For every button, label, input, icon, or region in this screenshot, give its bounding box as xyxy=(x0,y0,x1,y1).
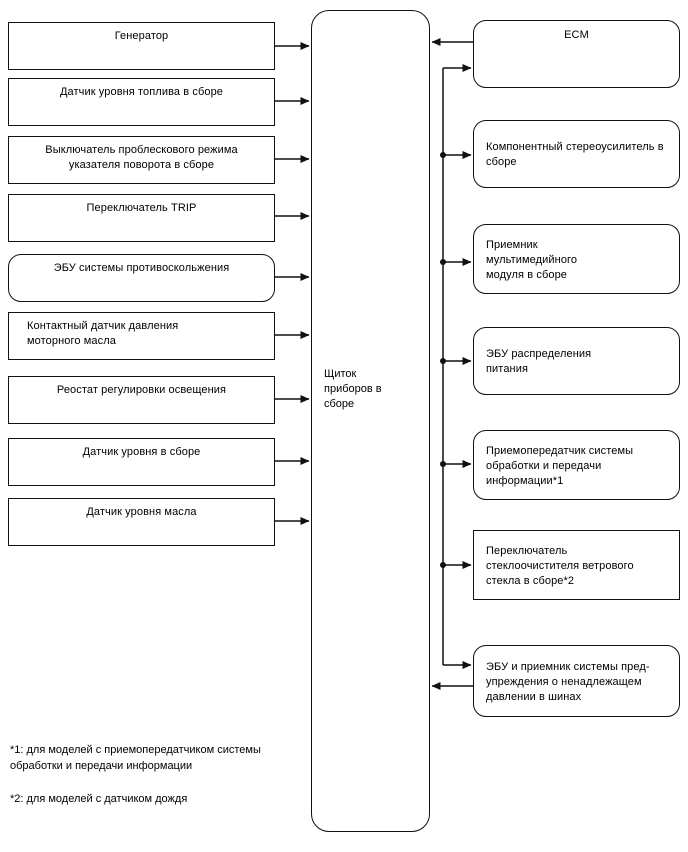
input-node-label: Датчик уровня масла xyxy=(86,506,197,518)
peer-node-ecm[interactable]: ECM xyxy=(473,20,680,88)
peer-node-label: Приемник мультимедийного модуля в сборе xyxy=(486,239,578,281)
input-node-hazard-turn-switch[interactable]: Выключатель проблескового режима указате… xyxy=(8,136,275,184)
input-node-label: Выключатель проблескового режима указате… xyxy=(45,144,238,171)
input-node-illumination-rheostat[interactable]: Реостат регулировки освещения xyxy=(8,376,275,424)
footnote-1: *1: для моделей с приемопередатчиком сис… xyxy=(10,744,261,772)
hub-instrument-cluster[interactable]: Щиток приборов в сборе xyxy=(311,10,430,832)
peer-node-label: Переключатель стеклоочистителя ветрового… xyxy=(486,545,634,587)
peer-node-power-distribution-ecu[interactable]: ЭБУ распределения питания xyxy=(473,327,680,395)
peer-node-telematics-transceiver[interactable]: Приемопередатчик системы обработки и пер… xyxy=(473,430,680,500)
peer-node-stereo-amplifier[interactable]: Компонентный стереоусилитель в сборе xyxy=(473,120,680,188)
peer-node-label: ЭБУ распределения питания xyxy=(486,348,592,375)
peer-node-label: ЭБУ и приемник системы пред- упреждения … xyxy=(486,661,650,703)
input-node-label: Контактный датчик давления моторного мас… xyxy=(27,320,179,347)
input-node-label: Датчик уровня топлива в сборе xyxy=(59,86,224,98)
input-node-label: Переключатель TRIP xyxy=(86,202,197,214)
input-node-oil-pressure-switch[interactable]: Контактный датчик давления моторного мас… xyxy=(8,312,275,360)
peer-node-windshield-wiper-switch[interactable]: Переключатель стеклоочистителя ветрового… xyxy=(473,530,680,600)
peer-node-multimedia-receiver[interactable]: Приемник мультимедийного модуля в сборе xyxy=(473,224,680,294)
peer-node-label: Компонентный стереоусилитель в сборе xyxy=(486,141,664,168)
footnotes: *1: для моделей с приемопередатчиком сис… xyxy=(10,742,300,807)
peer-node-tpms-ecu-receiver[interactable]: ЭБУ и приемник системы пред- упреждения … xyxy=(473,645,680,717)
footnote-2: *2: для моделей с датчиком дождя xyxy=(10,793,188,805)
input-node-level-sensor[interactable]: Датчик уровня в сборе xyxy=(8,438,275,486)
input-arrows xyxy=(275,42,310,525)
input-node-fuel-level-sender[interactable]: Датчик уровня топлива в сборе xyxy=(8,78,275,126)
peer-node-label: Приемопередатчик системы обработки и пер… xyxy=(486,445,634,487)
input-node-label: Датчик уровня в сборе xyxy=(82,446,201,458)
input-node-generator[interactable]: Генератор xyxy=(8,22,275,70)
input-node-oil-level-sensor[interactable]: Датчик уровня масла xyxy=(8,498,275,546)
input-node-label: Генератор xyxy=(114,30,169,42)
input-node-abs-ecu[interactable]: ЭБУ системы противоскольжения xyxy=(8,254,275,302)
input-node-label: Реостат регулировки освещения xyxy=(56,384,227,396)
peer-return-arrows xyxy=(431,38,473,690)
input-node-label: ЭБУ системы противоскольжения xyxy=(53,262,230,274)
peer-bus xyxy=(440,64,472,669)
input-node-trip-switch[interactable]: Переключатель TRIP xyxy=(8,194,275,242)
hub-label: Щиток приборов в сборе xyxy=(324,368,382,410)
peer-node-label: ECM xyxy=(564,29,589,41)
